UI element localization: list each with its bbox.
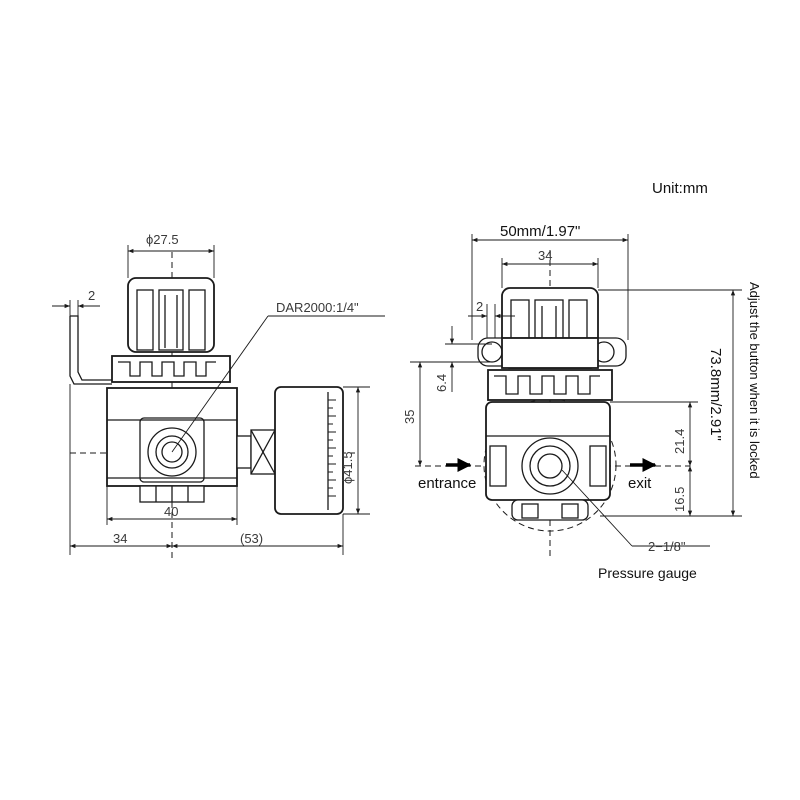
label-pressure-gauge: Pressure gauge [598,565,697,581]
dim-bracket-thickness: 2 [88,288,95,303]
dim-upper-body: 21.4 [672,429,687,454]
dim-gauge-diameter: ϕ41.5 [340,451,355,484]
label-exit: exit [628,475,652,492]
dim-lower-body: 16.5 [672,487,687,512]
dim-knob-diameter: ϕ27.5 [146,232,179,247]
label-gauge-port: 2−1/8" [648,539,686,554]
port-callout: DAR2000:1/4" [276,300,359,315]
dim-small: 2 [476,299,483,314]
lock-ring-front [487,369,613,401]
pressure-gauge-side [236,386,344,515]
left-view: ϕ27.5 2 DAR2000:1/4" ϕ41.5 40 34 (53) [52,232,385,560]
label-entrance: entrance [418,475,476,492]
dim-gauge-offset: (53) [240,531,263,546]
right-view: entrance exit 50mm/1.97" 34 2 6.4 35 [402,223,762,581]
regulator-body [106,387,238,503]
side-note: Adjust the button when it is locked [747,282,762,479]
dim-left-offset: 34 [113,531,127,546]
dim-port-height: 35 [402,410,417,424]
regulator-body-front [485,401,611,521]
dim-overall-height: 73.8mm/2.91" [707,348,724,441]
dim-hole-spacing: 6.4 [434,374,449,392]
mounting-bracket [69,315,112,385]
bracket-front [477,337,627,369]
dim-body-width: 40 [164,504,178,519]
lock-ring [111,355,231,383]
adjustment-knob [127,277,215,353]
dim-overall-width: 50mm/1.97" [500,223,580,240]
dim-knob-width: 34 [538,248,552,263]
unit-label: Unit:mm [652,180,708,197]
